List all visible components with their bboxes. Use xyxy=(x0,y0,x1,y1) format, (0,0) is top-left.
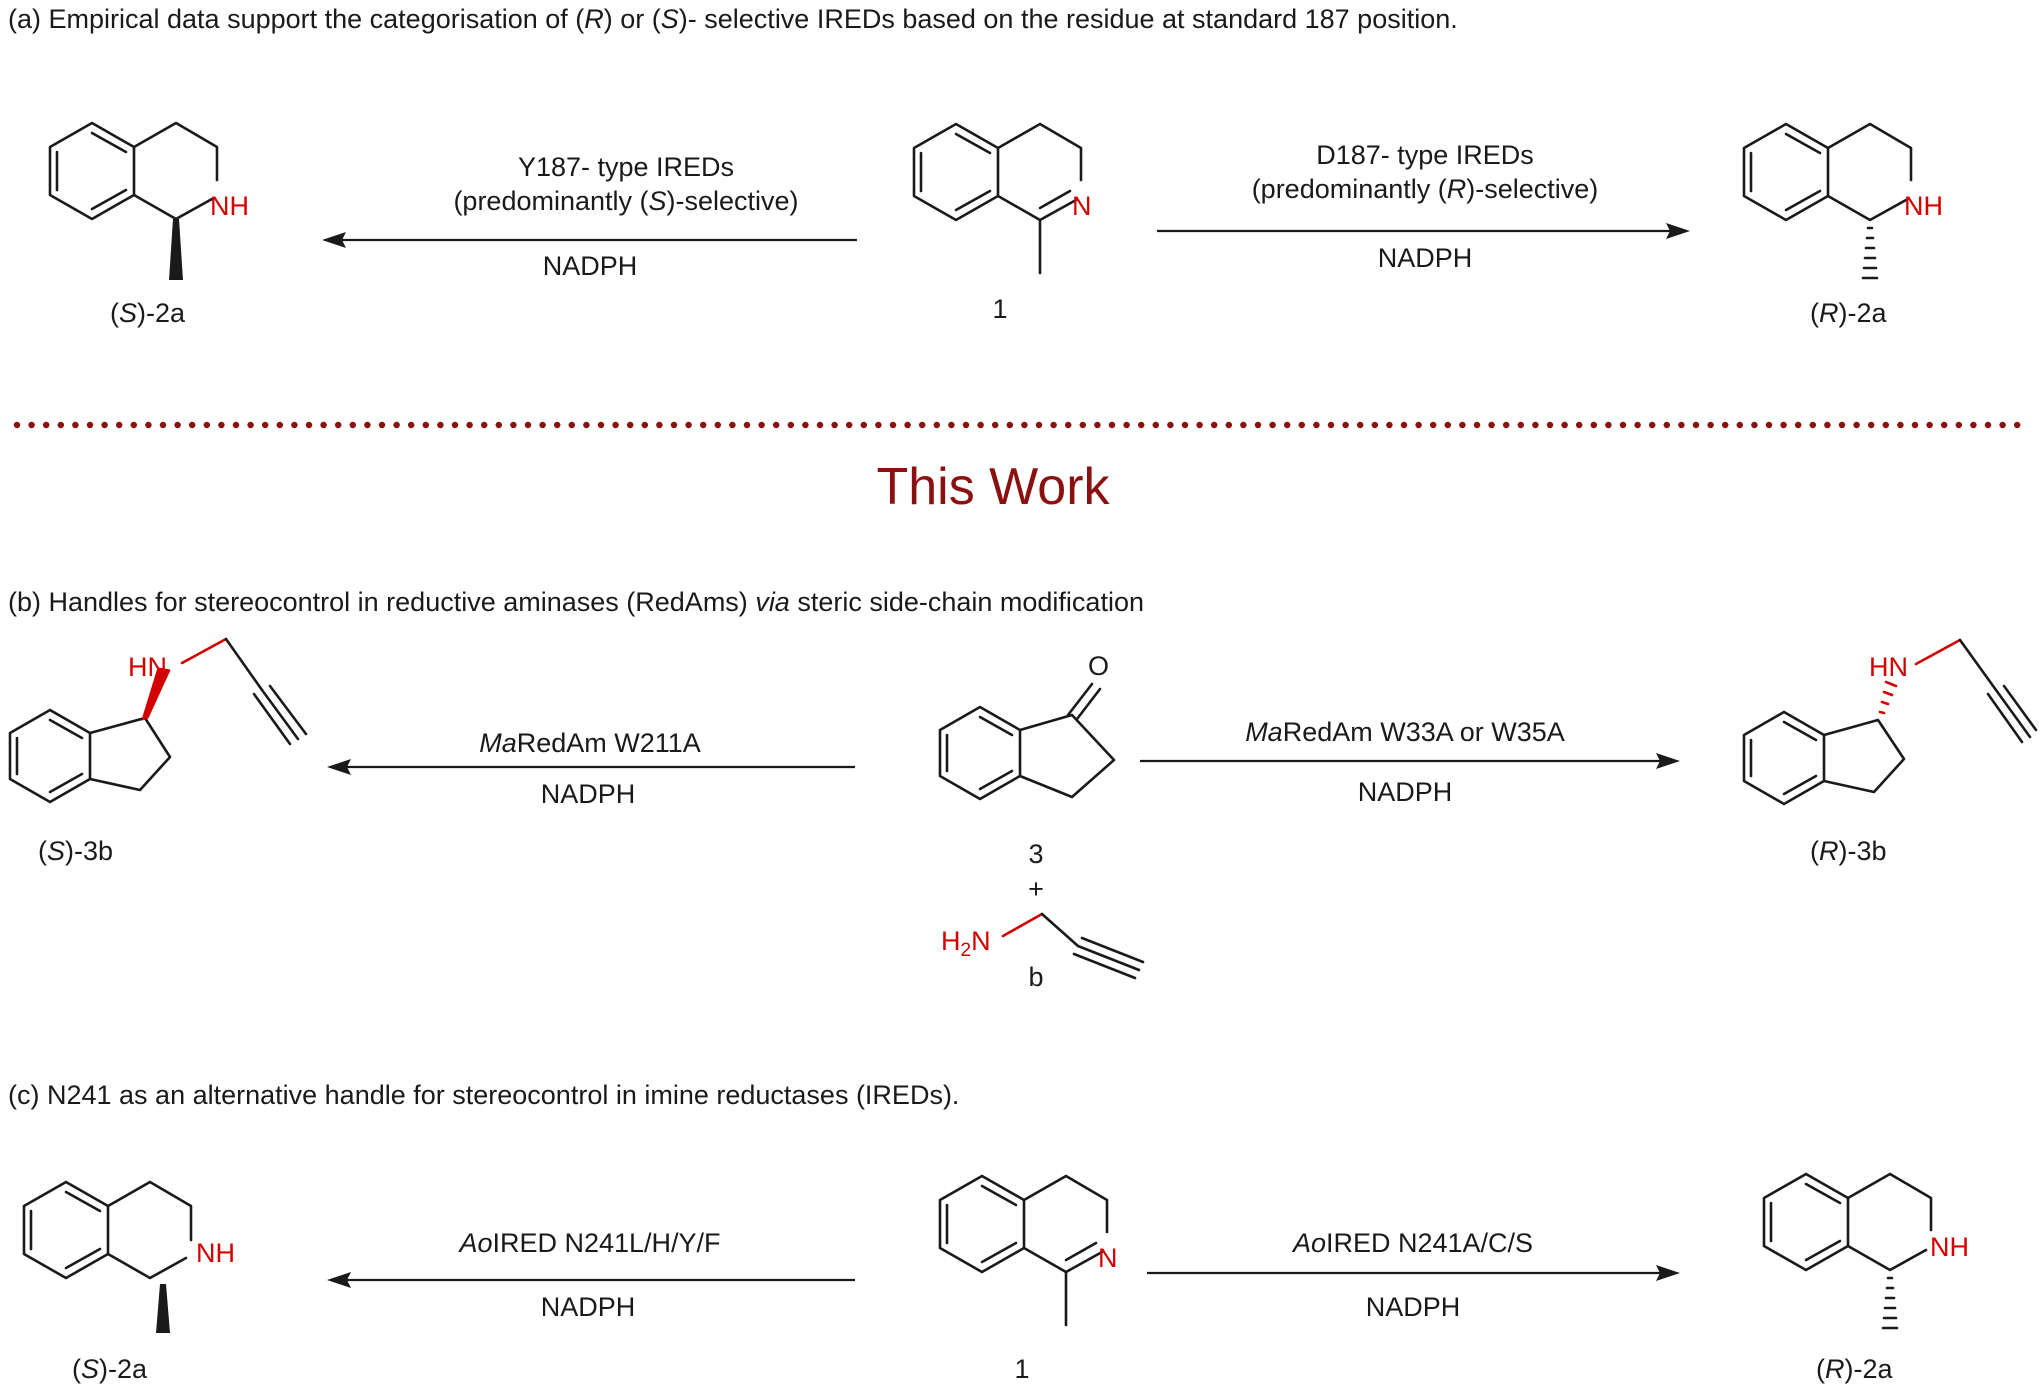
arrow-label-aoired-n241lhyf: AoIRED N241L/H/Y/F xyxy=(457,1228,720,1258)
compound-label-r-2a: (R)-2a xyxy=(1810,298,1887,328)
molecule-r-3b: HN (R)-3b xyxy=(1742,638,2038,866)
panel-a: (a) Empirical data support the categoris… xyxy=(8,4,1943,328)
hashed-wedge-bond xyxy=(1881,1276,1899,1330)
panel-a-caption: (a) Empirical data support the categoris… xyxy=(8,4,1458,34)
arrow-label-aoired-n241acs: AoIRED N241A/C/S xyxy=(1291,1228,1533,1258)
compound-label-1: 1 xyxy=(992,294,1007,324)
compound-label-3: 3 xyxy=(1028,839,1043,869)
compound-label-s-2a: (S)-2a xyxy=(72,1354,148,1384)
plus-sign: + xyxy=(1028,874,1044,904)
molecule-indanone-3: O 3 + xyxy=(938,651,1116,904)
panel-b-caption: (b) Handles for stereocontrol in reducti… xyxy=(8,587,1144,617)
cofactor-label-nadph: NADPH xyxy=(1378,243,1473,273)
molecule-s-2a-bottom: NH (S)-2a xyxy=(22,1180,235,1384)
n-atom-label: N xyxy=(1098,1243,1118,1273)
panel-b: (b) Handles for stereocontrol in reducti… xyxy=(8,587,2038,992)
compound-label-1: 1 xyxy=(1014,1354,1029,1384)
wedge-bond xyxy=(156,1284,170,1333)
o-atom-label: O xyxy=(1088,651,1109,681)
reaction-arrow-n241-lhyf: AoIRED N241L/H/Y/F NADPH xyxy=(327,1228,855,1322)
wedge-bond-red xyxy=(141,667,171,721)
compound-label-r-3b: (R)-3b xyxy=(1810,836,1887,866)
reaction-arrow-d187: D187- type IREDs (predominantly (R)-sele… xyxy=(1157,140,1690,273)
compound-label-b: b xyxy=(1028,962,1043,992)
compound-label-s-3b: (S)-3b xyxy=(38,836,113,866)
wedge-bond xyxy=(169,219,183,280)
arrow-label-r-selective: (predominantly (R)-selective) xyxy=(1252,174,1599,204)
arrow-label-y187: Y187- type IREDs xyxy=(518,152,734,182)
molecule-s-3b: HN (S)-3b xyxy=(8,637,308,866)
molecule-r-2a-bottom: NH (R)-2a xyxy=(1762,1172,1969,1384)
h2n-atom-label: H2N xyxy=(941,926,991,961)
arrow-label-d187: D187- type IREDs xyxy=(1316,140,1534,170)
cofactor-label-nadph: NADPH xyxy=(541,1292,636,1322)
cofactor-label-nadph: NADPH xyxy=(1358,777,1453,807)
compound-label-s-2a: (S)-2a xyxy=(110,298,186,328)
nh-atom-label: NH xyxy=(210,191,249,221)
hn-atom-label: HN xyxy=(128,652,167,682)
hn-atom-label: HN xyxy=(1869,652,1908,682)
molecule-imine-1-top: N 1 xyxy=(912,122,1092,324)
reaction-arrow-n241-acs: AoIRED N241A/C/S NADPH xyxy=(1147,1228,1680,1322)
molecule-r-2a-top: NH (R)-2a xyxy=(1742,122,1943,328)
cofactor-label-nadph: NADPH xyxy=(543,251,638,281)
arrow-label-maredam-w33a-w35a: MaRedAm W33A or W35A xyxy=(1245,717,1565,747)
reaction-arrow-w211a: MaRedAm W211A NADPH xyxy=(327,728,855,809)
section-title: This Work xyxy=(876,458,1110,516)
nh-atom-label: NH xyxy=(1904,191,1943,221)
reaction-arrow-y187: Y187- type IREDs (predominantly (S)-sele… xyxy=(322,152,857,281)
molecule-s-2a-top: NH (S)-2a xyxy=(48,121,249,328)
hashed-wedge-bond-red xyxy=(1878,680,1898,715)
nh-atom-label: NH xyxy=(196,1238,235,1268)
cofactor-label-nadph: NADPH xyxy=(1366,1292,1461,1322)
reaction-arrow-w33a-w35a: MaRedAm W33A or W35A NADPH xyxy=(1140,717,1680,807)
molecule-imine-1-bottom: N 1 xyxy=(938,1174,1118,1384)
panel-c-caption: (c) N241 as an alternative handle for st… xyxy=(8,1080,959,1110)
molecule-propargylamine-b: H2N b xyxy=(941,912,1145,992)
arrow-label-s-selective: (predominantly (S)-selective) xyxy=(453,186,798,216)
compound-label-r-2a: (R)-2a xyxy=(1816,1354,1893,1384)
hashed-wedge-bond xyxy=(1861,226,1879,280)
nh-atom-label: NH xyxy=(1930,1232,1969,1262)
n-atom-label: N xyxy=(1072,191,1092,221)
panel-c: (c) N241 as an alternative handle for st… xyxy=(8,1080,1969,1384)
cofactor-label-nadph: NADPH xyxy=(541,779,636,809)
arrow-label-maredam-w211a: MaRedAm W211A xyxy=(479,728,701,758)
